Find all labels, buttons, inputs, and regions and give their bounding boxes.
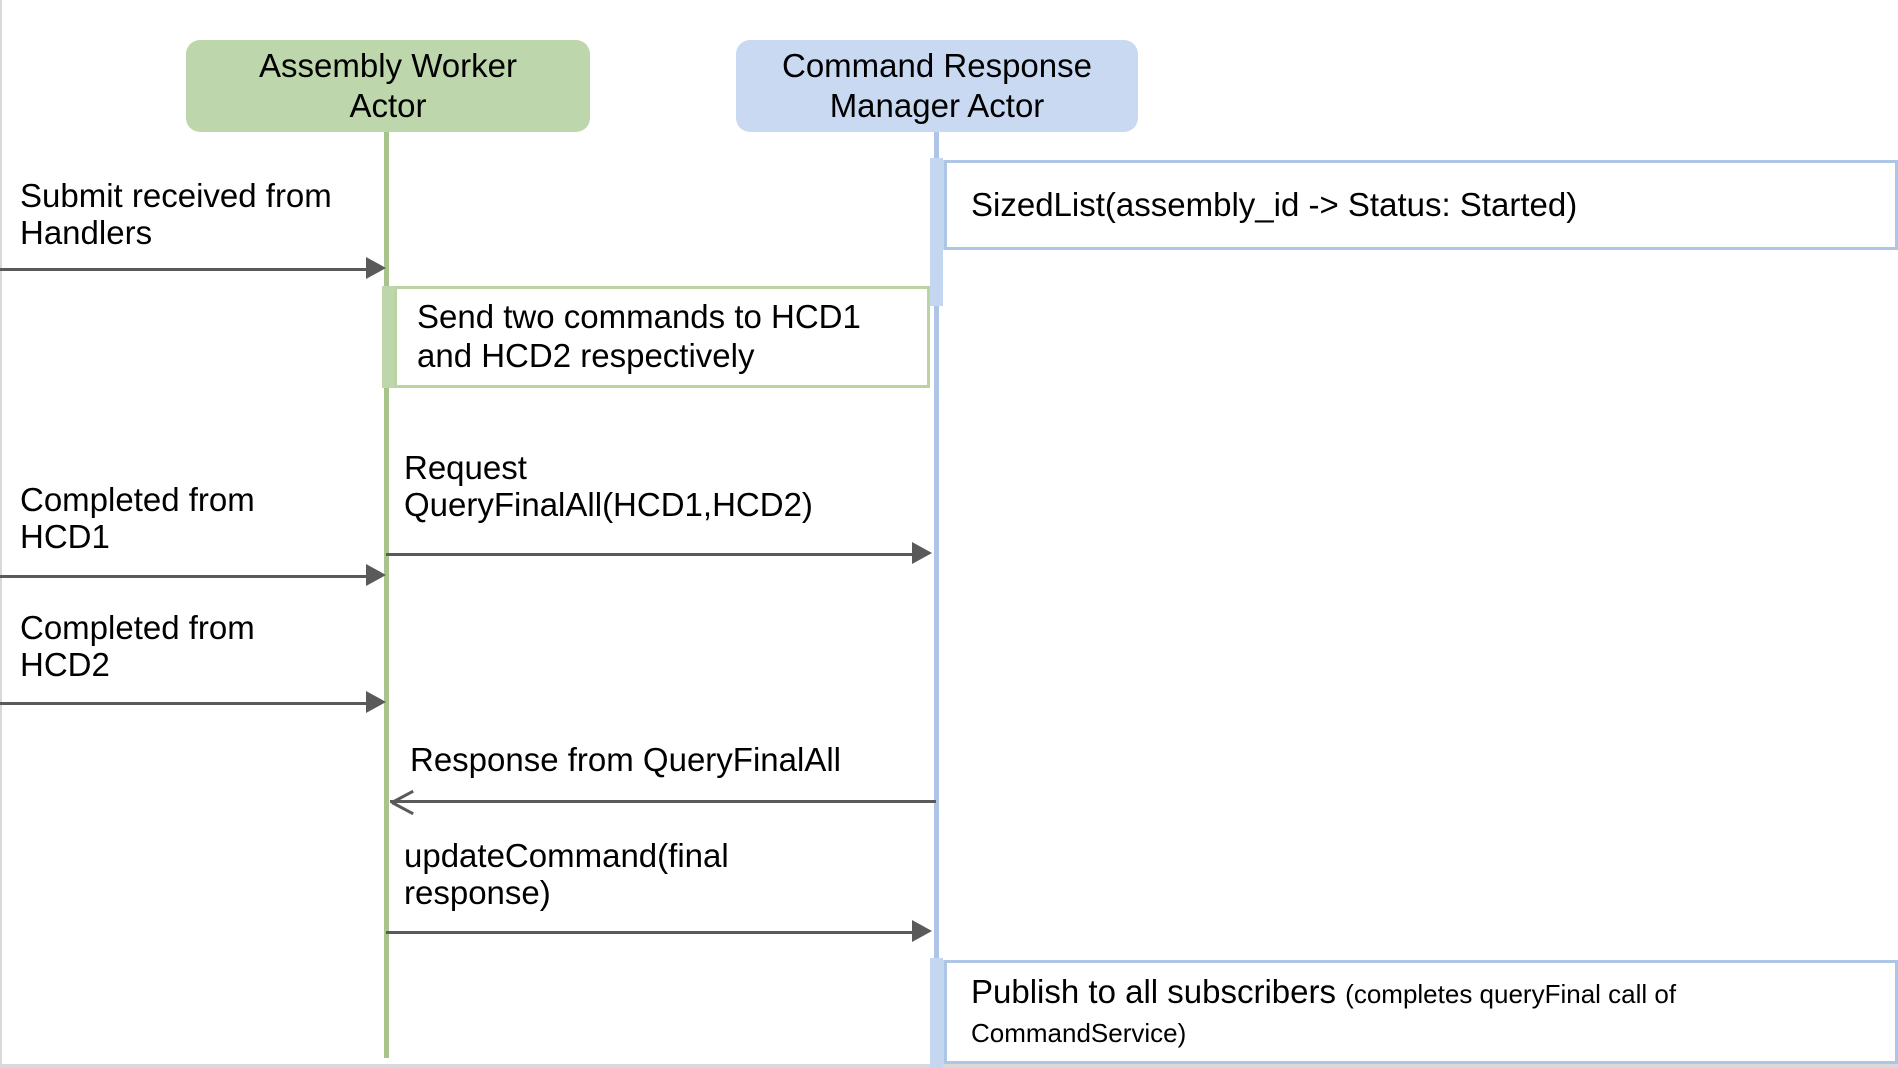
publish-to-subscribers-note-detail: (completes queryFinal call of CommandSer… [971, 979, 1677, 1048]
sized-list-note-tab [932, 160, 946, 250]
update-command-final-response-line [386, 931, 914, 934]
participant-command-response-manager-actor[interactable]: Command Response Manager Actor [736, 40, 1138, 132]
completed-from-hcd1-arrowhead [366, 564, 386, 586]
send-two-commands-note-text: Send two commands to HCD1 and HCD2 respe… [417, 298, 861, 374]
update-command-final-response-arrowhead [912, 920, 932, 942]
response-from-queryfinalall-label: Response from QueryFinalAll [410, 741, 841, 778]
request-queryfinalall-line [386, 553, 914, 556]
submit-received-from-handlers-label: Submit received from Handlers [20, 177, 332, 251]
participant-command-response-manager-actor-label: Command Response Manager Actor [782, 46, 1092, 124]
publish-to-subscribers-note: Publish to all subscribers (completes qu… [944, 960, 1898, 1064]
send-two-commands-note-tab [382, 286, 396, 388]
completed-from-hcd2-label: Completed from HCD2 [20, 609, 255, 683]
participant-assembly-worker-actor-label: Assembly Worker Actor [259, 46, 517, 124]
page-bottom-edge [0, 1064, 1898, 1068]
sized-list-note: SizedList(assembly_id -> Status: Started… [944, 160, 1898, 250]
send-two-commands-note: Send two commands to HCD1 and HCD2 respe… [394, 286, 930, 388]
participant-assembly-worker-actor[interactable]: Assembly Worker Actor [186, 40, 590, 132]
completed-from-hcd2-arrowhead [366, 691, 386, 713]
submit-received-from-handlers-arrowhead [366, 257, 386, 279]
update-command-final-response-label: updateCommand(final response) [404, 837, 729, 911]
page-left-edge [0, 0, 2, 1068]
request-queryfinalall-arrowhead [912, 542, 932, 564]
submit-received-from-handlers-line [0, 268, 368, 271]
publish-to-subscribers-note-tab [932, 960, 946, 1064]
lifeline-command-response-manager-actor [934, 118, 939, 1068]
publish-to-subscribers-note-main: Publish to all subscribers [971, 973, 1346, 1011]
response-from-queryfinalall-arrowhead [392, 790, 414, 812]
sized-list-note-text: SizedList(assembly_id -> Status: Started… [971, 185, 1578, 223]
lifeline-assembly-worker-actor [384, 118, 389, 1058]
request-queryfinalall-label: Request QueryFinalAll(HCD1,HCD2) [404, 449, 813, 523]
response-from-queryfinalall-line [390, 800, 936, 803]
publish-to-subscribers-note-text: Publish to all subscribers (completes qu… [959, 973, 1883, 1051]
completed-from-hcd1-line [0, 575, 368, 578]
completed-from-hcd2-line [0, 702, 368, 705]
completed-from-hcd1-label: Completed from HCD1 [20, 481, 255, 555]
